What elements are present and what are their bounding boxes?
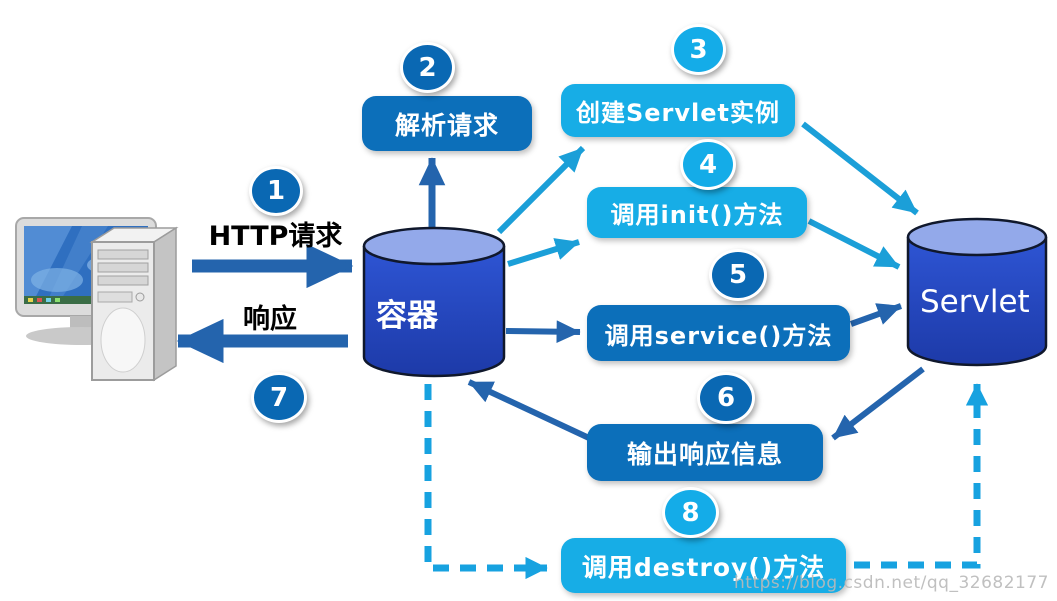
- step-number: 2: [418, 52, 437, 83]
- arrow-servlet-to-output: [831, 366, 925, 441]
- taskbar: [24, 296, 148, 304]
- servlet-cylinder: [906, 217, 1048, 367]
- step-badge-5: 5: [709, 249, 767, 301]
- step-number: 3: [689, 34, 708, 65]
- arrow-container-to-service: [505, 320, 581, 344]
- step-badge-4: 4: [680, 139, 736, 190]
- step-badge-8: 8: [662, 487, 719, 538]
- arrow-init-to-servlet: [807, 218, 901, 270]
- watermark-url: https://blog.csdn.net/qq_32682177: [734, 573, 1049, 593]
- dashed-arrow-destroy-to-servlet: [854, 383, 989, 569]
- step-number: 7: [269, 382, 289, 413]
- response-label: 响应: [243, 304, 297, 335]
- arrow-service-to-servlet: [849, 303, 903, 327]
- arrow-container-to-init: [507, 238, 580, 267]
- arrow-output-to-container: [467, 379, 591, 441]
- output-response-box: 输出响应信息: [587, 424, 823, 481]
- arrow-create-instance-to-servlet: [801, 121, 919, 216]
- step-number: 5: [728, 260, 748, 290]
- step-badge-3: 3: [671, 24, 726, 75]
- tower-side: [153, 226, 177, 382]
- step-badge-6: 6: [697, 372, 755, 424]
- servlet-label: Servlet: [920, 284, 1030, 320]
- call-service-box: 调用service()方法: [587, 305, 850, 361]
- create-servlet-instance-box: 创建Servlet实例: [561, 84, 795, 137]
- client-computer-illustration: [15, 217, 179, 382]
- step-number: 1: [266, 176, 286, 206]
- step-badge-1: 1: [249, 166, 303, 216]
- call-destroy-box: 调用destroy()方法: [561, 538, 846, 593]
- step-number: 8: [681, 497, 700, 528]
- parse-request-box: 解析请求: [362, 96, 532, 151]
- dashed-arrow-container-to-destroy: [424, 384, 548, 580]
- step-number: 4: [698, 149, 718, 180]
- step-badge-2: 2: [400, 42, 455, 93]
- container-cylinder: [362, 226, 506, 378]
- arrow-container-to-create-instance: [496, 145, 586, 235]
- container-label: 容器: [376, 298, 438, 334]
- http-request-label: HTTP请求: [208, 221, 343, 252]
- step-badge-7: 7: [251, 372, 307, 423]
- step-number: 6: [716, 383, 736, 413]
- call-init-box: 调用init()方法: [587, 187, 807, 238]
